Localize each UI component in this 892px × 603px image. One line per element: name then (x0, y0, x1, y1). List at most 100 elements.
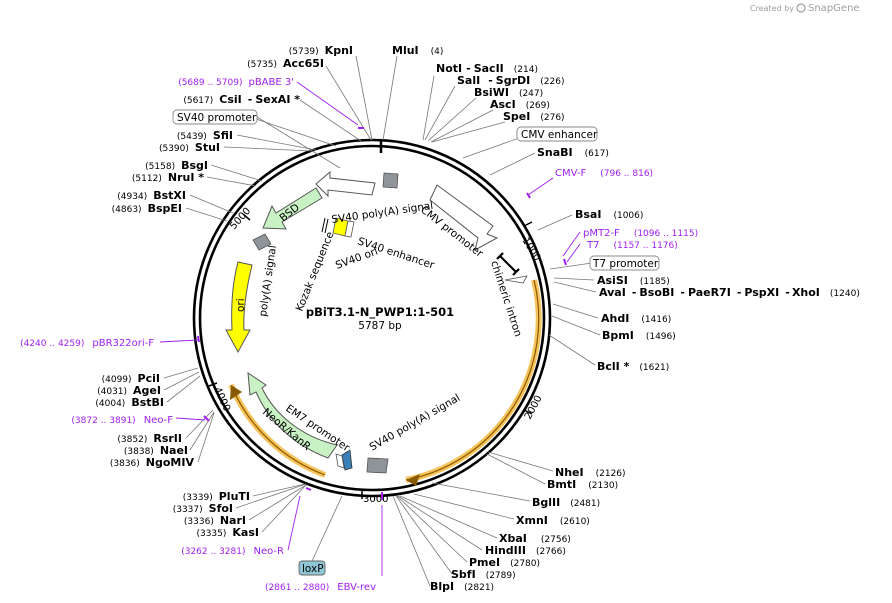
site-avai: AvaI-BsoBI-PaeR7I-PspXI-XhoI(1240) (599, 286, 860, 299)
tick-5000 (242, 213, 251, 221)
sv40-promoter-label: SV40 promoter (177, 112, 257, 124)
credit-brand: SnapGene (808, 3, 860, 14)
primer-neo-f: (3872 .. 3891)Neo-F (71, 415, 173, 426)
sites-right: MluI(4) NotI-SacII(214) SalI-SgrDI(226) … (392, 44, 860, 593)
site-naei: (3838)NaeI (124, 444, 188, 457)
neo-arc (230, 384, 326, 476)
label-ori: ori (235, 298, 247, 312)
tick-4000 (208, 382, 218, 387)
site-sfii: (5439)SfiI (177, 129, 233, 142)
sv40-polya-bottom-feature (366, 457, 389, 474)
site-blpi: BlpI(2821) (430, 580, 494, 593)
t7-promoter-box (589, 255, 660, 271)
em7-feature (341, 449, 353, 471)
site-stui: (5390)StuI (159, 141, 220, 154)
site-hindiii: HindIII(2766) (485, 544, 566, 557)
site-nrui: (5112)NruI * (132, 171, 204, 184)
site-acc65i: (5735)Acc65I (247, 57, 324, 70)
loxp-label: loxP (302, 563, 324, 575)
site-bmti: BmtI(2130) (547, 478, 618, 491)
site-xmni: XmnI(2610) (516, 514, 590, 527)
site-bsgi: (5158)BsgI (145, 159, 208, 172)
boxed-features: SV40 promoter CMV enhancer T7 promoter l… (172, 109, 660, 576)
site-bstbi: (4004)BstBI (95, 396, 164, 409)
snapgene-credit: Created by SnapGene (750, 3, 860, 14)
orf-arc (405, 279, 540, 481)
backbone-inner (198, 144, 546, 492)
neo-arrowhead (230, 385, 242, 400)
site-sfoi: (3337)SfoI (173, 502, 233, 515)
kozak-mark (321, 217, 326, 233)
cmv-enhancer-label: CMV enhancer (521, 129, 598, 141)
small-feature-left (252, 233, 272, 251)
sites-left: (5739)KpnI (5735)Acc65I (5617)CsiI-SexAI… (95, 44, 353, 539)
sv40-enhancer-feature (344, 220, 355, 238)
site-kpni: (5739)KpnI (289, 44, 353, 57)
cmv-enhancer-box (516, 126, 598, 142)
site-pmei: PmeI(2780) (469, 556, 540, 569)
ori-arrow (225, 261, 253, 354)
site-asci: AscI(269) (490, 98, 550, 111)
primer-neo-r: (3262 .. 3281)Neo-R (181, 546, 284, 557)
site-bcli: BclI *(1621) (597, 360, 669, 373)
label-sv40-ori: SV40 ori (334, 245, 380, 271)
cmv-promoter-arrow (429, 184, 499, 251)
snapgene-logo-icon (796, 3, 806, 13)
primer-pbabe3: (5689 .. 5709)pBABE 3' (178, 77, 294, 88)
site-xbai: XbaI(2756) (499, 532, 571, 545)
plasmid-name: pBiT3.1-N_PWP1:1-501 (306, 305, 454, 320)
sv40-polya-top-arrow (315, 170, 376, 198)
site-nhei: NheI(2126) (555, 466, 626, 479)
primers: (5689 .. 5709)pBABE 3' CMV-F(796 .. 816)… (20, 77, 698, 593)
site-ngomiv: (3836)NgoMIV (110, 456, 195, 469)
tick-2000 (523, 409, 533, 415)
tick-1000 (523, 221, 533, 227)
site-sbfi: SbfI(2789) (451, 568, 516, 581)
site-spei: SpeI(276) (503, 110, 565, 123)
label-polya: poly(A) signal (257, 244, 279, 317)
chimeric-intron-arrow (504, 275, 528, 284)
tick-label-3000: 3000 (363, 494, 388, 505)
site-bpmi: BpmI(1496) (602, 329, 676, 342)
site-bstxi: (4934)BstXI (117, 189, 186, 202)
site-rsrii: (3852)RsrII (117, 432, 182, 445)
site-bglii: BglII(2481) (532, 496, 600, 509)
leader-lines (163, 55, 601, 587)
primer-pbr322ori-f: (4240 .. 4259)pBR322ori-F (20, 338, 154, 349)
site-pcii: (4099)PciI (102, 372, 160, 385)
primer-ebv-rev: (2861 .. 2880)EBV-rev (265, 582, 376, 593)
chimeric-intron-mark (496, 252, 520, 276)
site-nari: (3336)NarI (184, 514, 246, 527)
site-snabi: SnaBI(617) (537, 146, 609, 159)
site-csii: (5617)CsiI-SexAI * (183, 93, 300, 106)
bsd-arrow (262, 187, 323, 230)
small-feature-top (382, 172, 399, 189)
orf-arrowhead (406, 474, 420, 486)
primer-pmt2-f: pMT2-F(1096 .. 1115) (583, 228, 698, 239)
site-agei: (4031)AgeI (97, 384, 161, 397)
site-noti: NotI-SacII(214) (436, 62, 538, 75)
site-mlui: MluI(4) (392, 44, 443, 57)
kozak-mark-2 (324, 218, 329, 234)
site-ahdi: AhdI(1416) (601, 312, 671, 325)
label-chimeric-intron: chimeric intron (488, 259, 524, 338)
primer-cmv-f: CMV-F(796 .. 816) (555, 168, 653, 179)
site-pluti: (3339)PluTI (183, 490, 250, 503)
tick-label-1000: 1000 (519, 236, 542, 263)
site-bspei: (4863)BspEI (112, 202, 182, 215)
primer-lines (159, 81, 581, 576)
site-bsai: BsaI(1006) (575, 208, 643, 221)
site-asisi: AsiSI(1185) (597, 274, 670, 287)
label-kozak: Kozak sequence (294, 230, 337, 313)
site-sali: SalI-SgrDI(226) (457, 74, 564, 87)
label-sv40-polya-bottom: SV40 poly(A) signal (368, 392, 463, 454)
t7-promoter-label: T7 promoter (592, 258, 659, 270)
em7-feature-2 (335, 453, 345, 469)
neokan-arrow (247, 372, 338, 459)
credit-prefix: Created by (750, 4, 794, 13)
plasmid-length: 5787 bp (358, 320, 402, 332)
site-bsiwi: BsiWI(247) (474, 86, 543, 99)
site-kasi: (3335)KasI (196, 526, 259, 539)
primer-t7: T7(1157 .. 1176) (586, 240, 678, 251)
